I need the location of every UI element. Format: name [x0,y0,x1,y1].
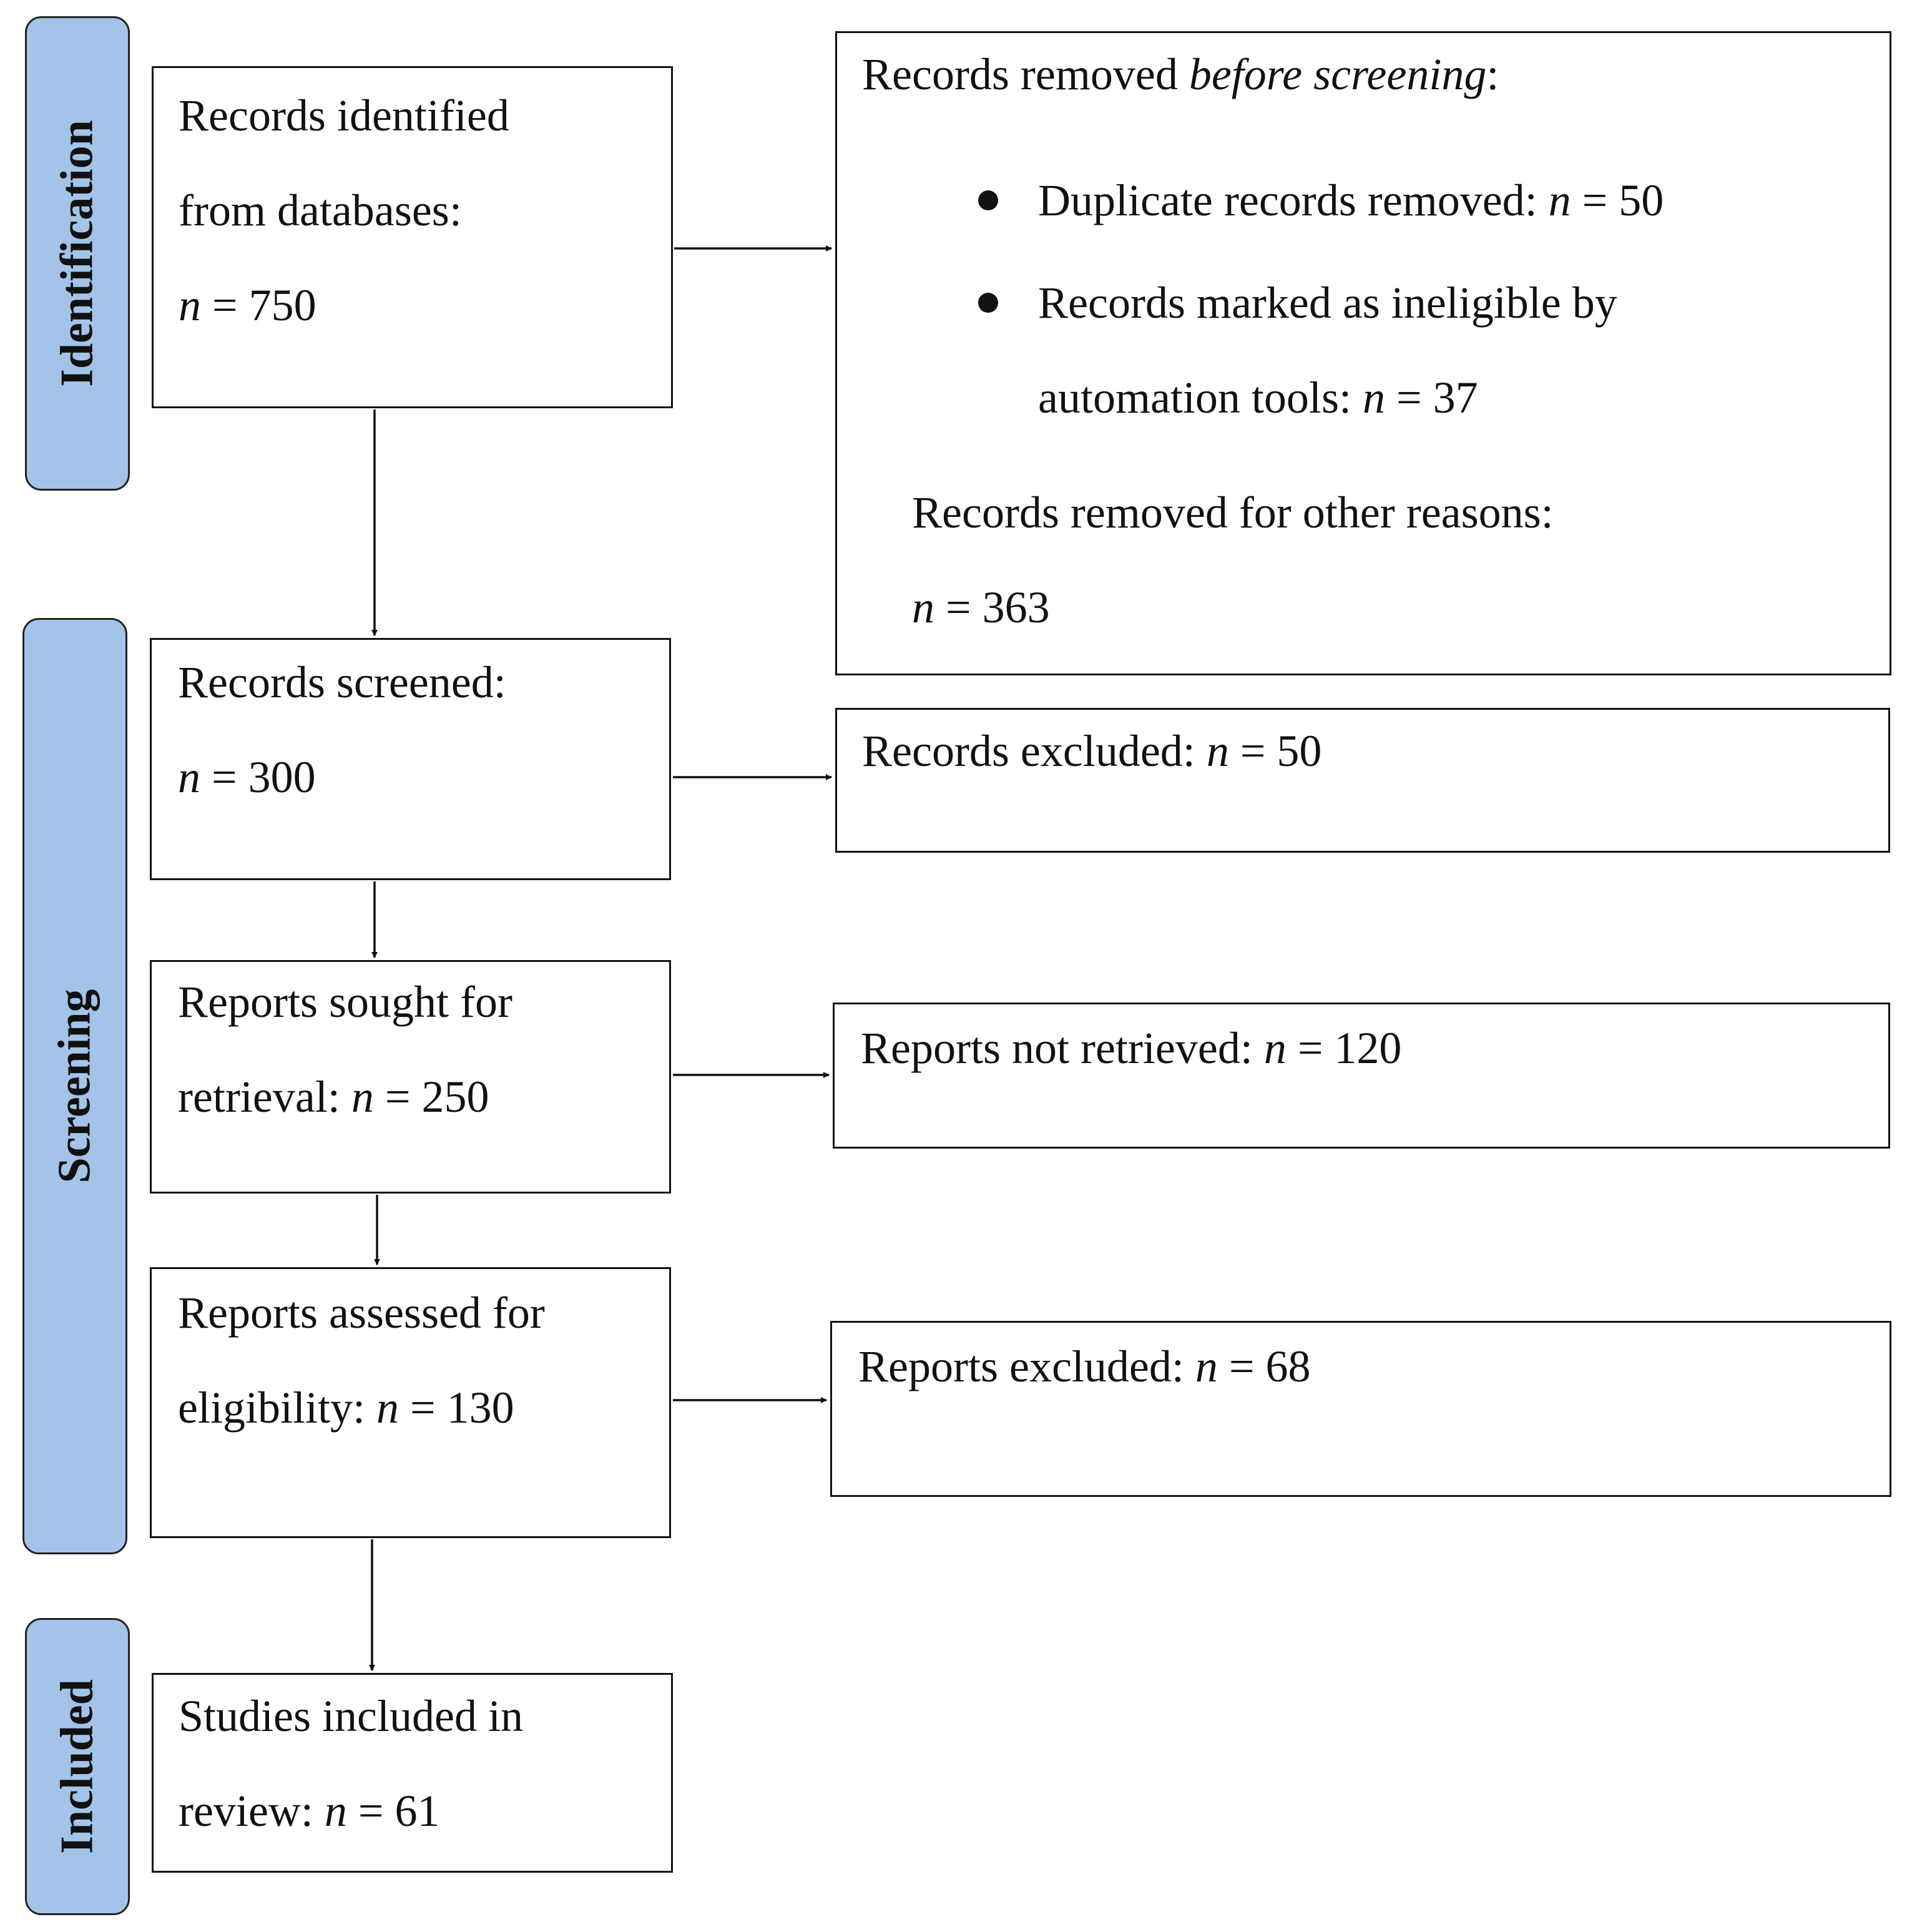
sought-value: = 250 [373,1072,489,1122]
phase-included: Included [25,1618,130,1915]
screened-value: = 300 [200,752,316,802]
n-symbol: n [1195,1341,1218,1391]
included-text: review: [179,1786,325,1836]
included-line2: review: n = 61 [179,1763,440,1858]
duplicates-value: = 50 [1571,175,1664,225]
other-value: = 363 [934,582,1050,632]
duplicates-text: Duplicate records removed: [1038,175,1549,225]
n-symbol: n [178,752,200,802]
n-symbol: n [179,280,201,330]
automation-value: = 37 [1385,373,1478,423]
n-symbol: n [324,1786,347,1836]
removed-title-italic: before screening [1189,49,1487,99]
not-retrieved-value: = 120 [1286,1023,1402,1073]
reports-excluded-text: Reports excluded: [858,1341,1195,1391]
assessed-value: = 130 [399,1383,514,1433]
removed-before-title: Records removed before screening: [862,27,1499,122]
screened-line1: Records screened: [178,657,506,707]
screened-count: n = 300 [178,730,316,825]
removed-title-suffix: : [1486,49,1499,99]
other-count: n = 363 [912,560,1050,655]
not-retrieved-line: Reports not retrieved: n = 120 [861,1001,1401,1096]
included-line1: Studies included in [179,1691,523,1741]
included-box: Studies included in review: n = 61 [152,1673,673,1873]
identified-box: Records identified from databases: n = 7… [152,66,673,408]
n-symbol: n [376,1383,399,1433]
n-symbol: n [1362,373,1385,423]
n-symbol: n [351,1072,374,1122]
records-excluded-line: Records excluded: n = 50 [862,704,1321,798]
automation-line1: Records marked as ineligible by [1038,278,1617,328]
removed-title-prefix: Records removed [862,49,1189,99]
other-line1: Records removed for other reasons: [912,488,1554,537]
removed-before-box: Records removed before screening: Duplic… [835,31,1891,675]
reports-excluded-box: Reports excluded: n = 68 [830,1321,1891,1497]
duplicates-line: Duplicate records removed: n = 50 [1038,153,1664,248]
assessed-line1: Reports assessed for [178,1288,545,1338]
records-excluded-value: = 50 [1228,726,1322,776]
included-value: = 61 [346,1786,440,1836]
n-symbol: n [912,582,934,632]
sought-text: retrieval: [178,1072,351,1122]
n-symbol: n [1548,175,1571,225]
sought-box: Reports sought for retrieval: n = 250 [150,960,671,1194]
automation-line2: automation tools: n = 37 [1038,350,1478,445]
assessed-box: Reports assessed for eligibility: n = 13… [150,1267,671,1538]
reports-excluded-value: = 68 [1217,1341,1311,1391]
sought-line1: Reports sought for [178,977,512,1027]
reports-excluded-line: Reports excluded: n = 68 [858,1319,1310,1414]
n-symbol: n [1263,1023,1287,1073]
identified-line2: from databases: [179,185,462,235]
identified-value: = 750 [201,280,316,330]
identified-count: n = 750 [179,258,316,353]
n-symbol: n [1206,726,1229,776]
phase-identification: Identification [25,16,130,491]
records-excluded-text: Records excluded: [862,726,1207,776]
phase-screening: Screening [22,618,127,1554]
screened-box: Records screened: n = 300 [150,638,671,880]
not-retrieved-text: Reports not retrieved: [861,1023,1264,1073]
bullet-dot [978,293,998,313]
sought-line2: retrieval: n = 250 [178,1049,489,1144]
assessed-line2: eligibility: n = 130 [178,1360,514,1455]
not-retrieved-box: Reports not retrieved: n = 120 [833,1003,1890,1149]
assessed-text: eligibility: [178,1383,376,1433]
identified-line1: Records identified [179,91,509,140]
bullet-dot [978,190,998,210]
records-excluded-box: Records excluded: n = 50 [835,708,1890,853]
automation-text: automation tools: [1038,373,1363,423]
